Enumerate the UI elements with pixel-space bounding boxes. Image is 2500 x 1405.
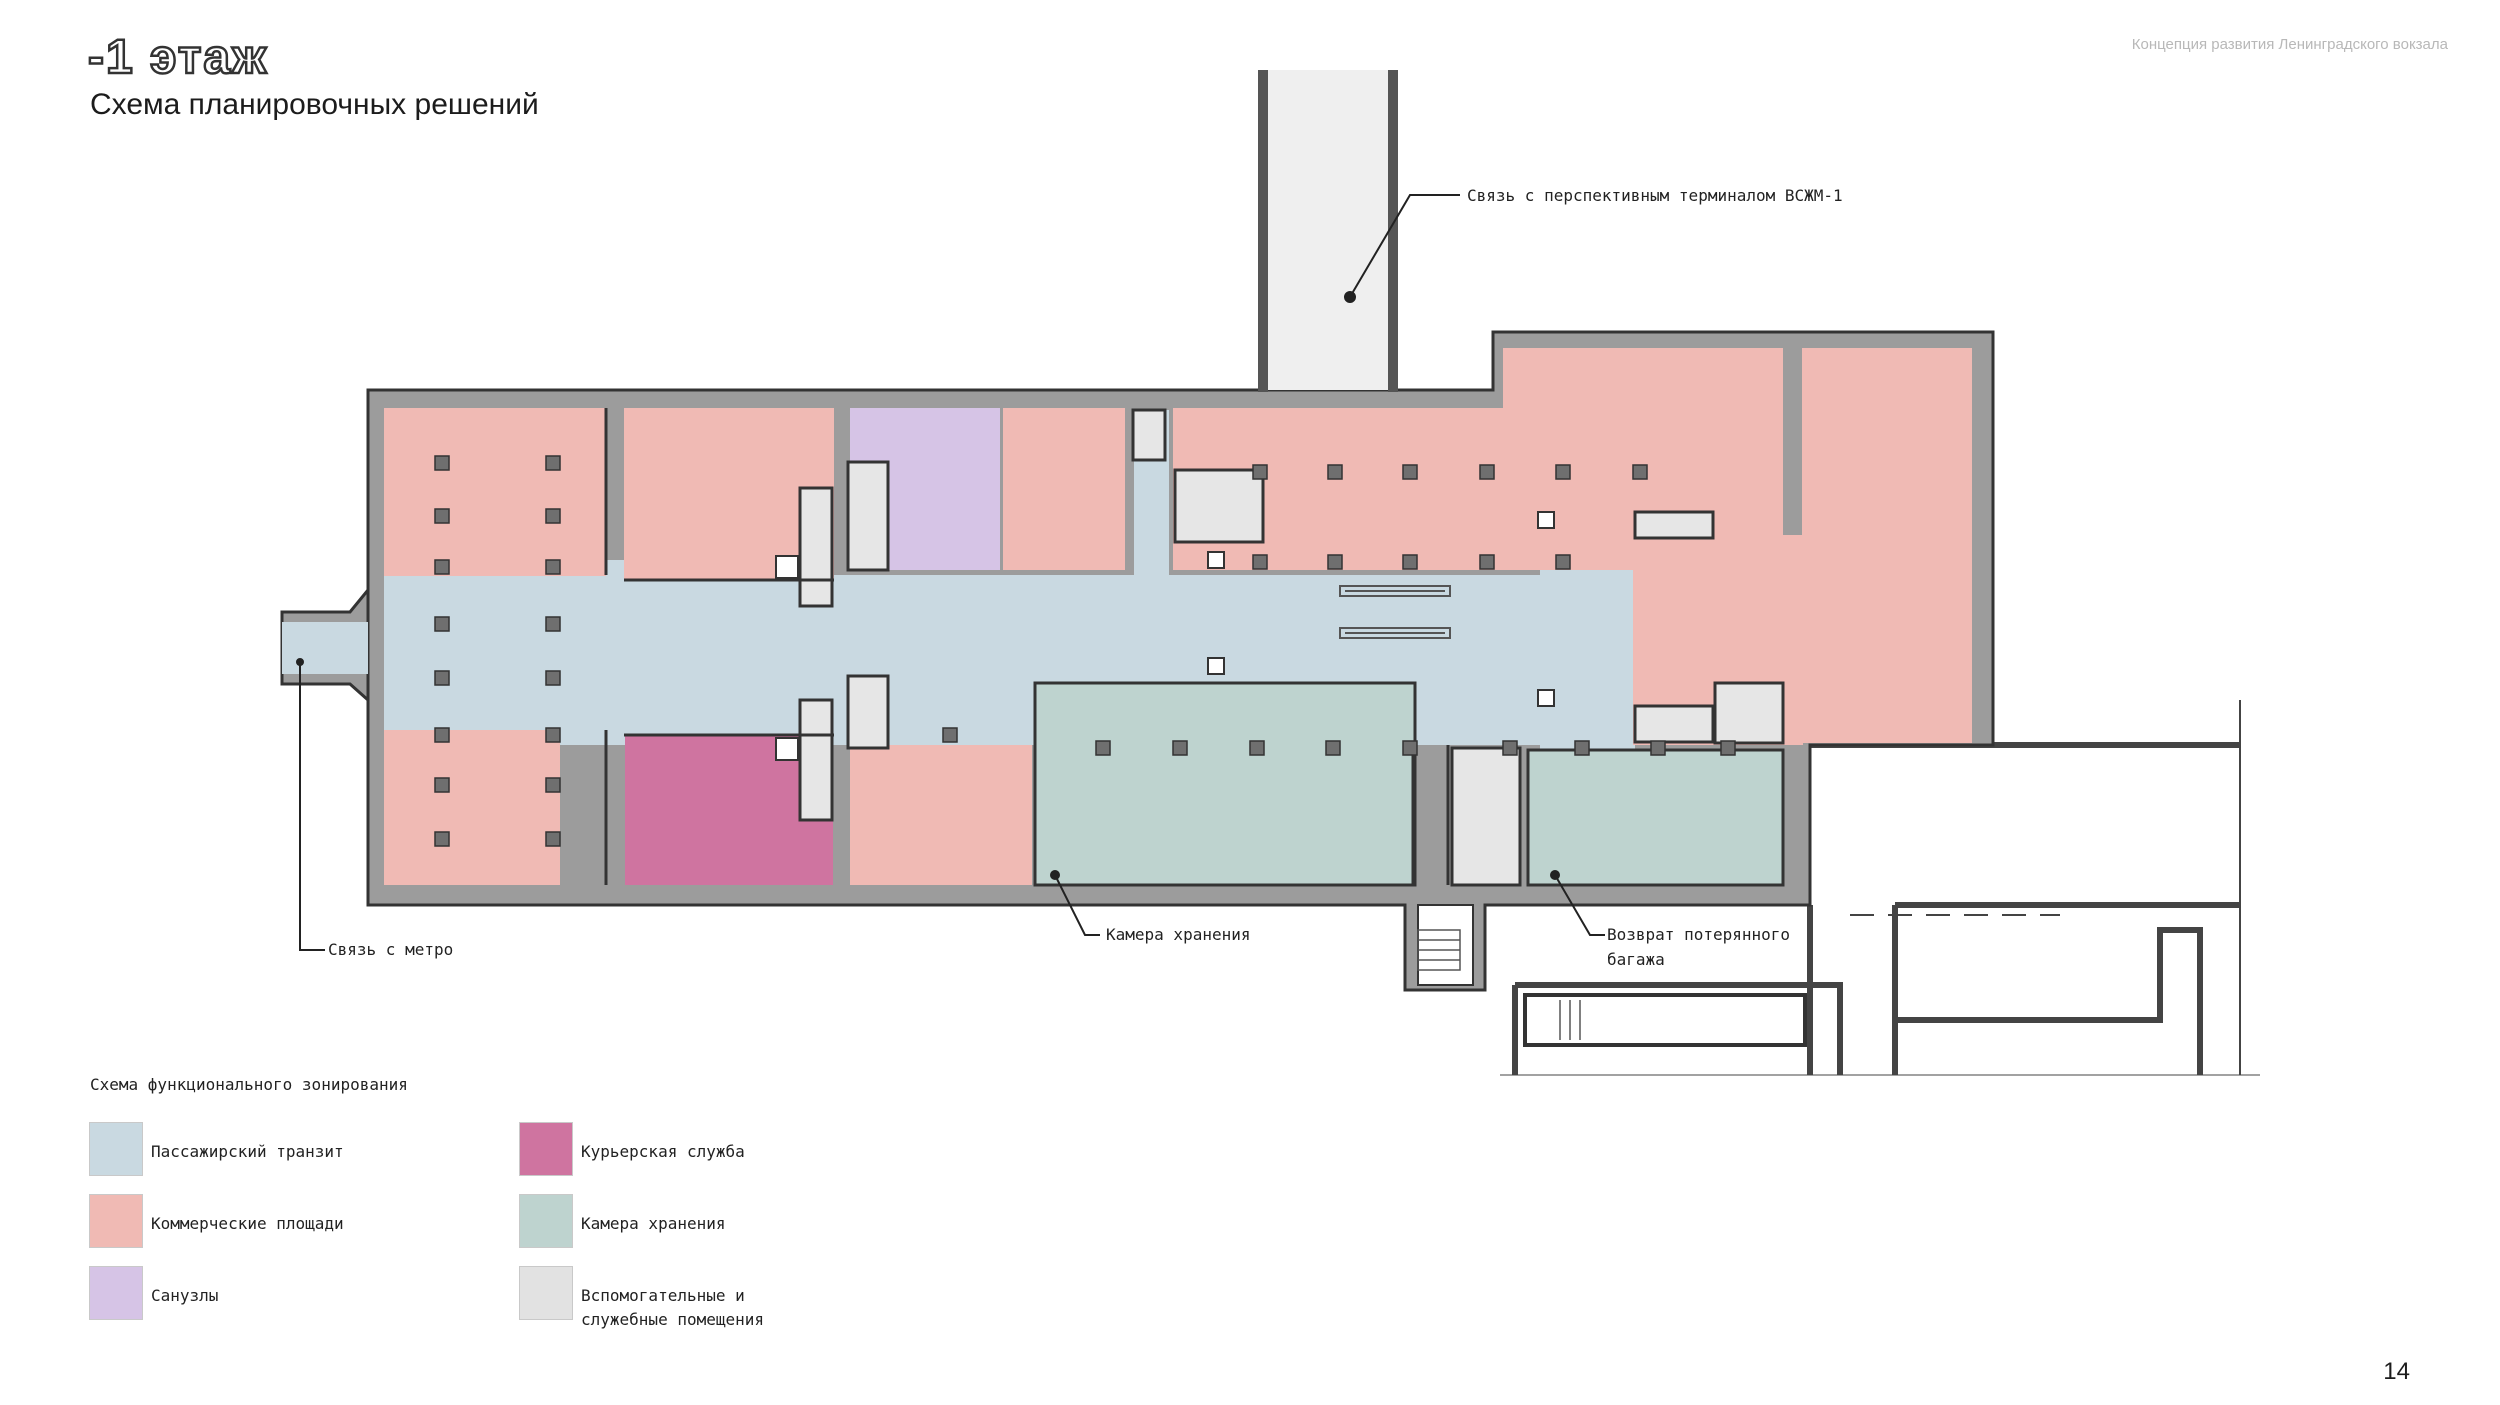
column (1402, 554, 1418, 570)
column (545, 455, 561, 471)
column (1502, 740, 1518, 756)
column (434, 559, 450, 575)
column (1325, 740, 1341, 756)
column (1327, 464, 1343, 480)
zone-auxiliary (798, 408, 1785, 887)
storage-label: Камера хранения (1106, 925, 1251, 944)
column (434, 777, 450, 793)
stairs (1417, 929, 1807, 1047)
column (1252, 464, 1268, 480)
column (942, 727, 958, 743)
legend-item-auxiliary: Вспомогательные и служебные помещения (519, 1266, 801, 1332)
column (434, 616, 450, 632)
page-subtitle: Схема планировочных решений (90, 88, 539, 121)
legend-label: Коммерческие площади (151, 1214, 344, 1233)
column (545, 508, 561, 524)
column (434, 508, 450, 524)
floor-title: -1 этаж (87, 31, 269, 84)
internal-walls (604, 408, 1450, 885)
legend-label: Камера хранения (581, 1214, 726, 1233)
column (434, 670, 450, 686)
column (1555, 554, 1571, 570)
column (1172, 740, 1188, 756)
terminal-shaft (1258, 70, 1398, 392)
column (545, 777, 561, 793)
leader-lines (296, 194, 1605, 951)
column (545, 831, 561, 847)
lost-baggage-label-1: Возврат потерянного (1607, 925, 1790, 944)
legend-swatch (89, 1266, 143, 1320)
legend-label: Пассажирский транзит (151, 1142, 344, 1161)
terminal-link-label: Связь с перспективным терминалом ВСЖМ-1 (1467, 186, 1843, 205)
legend-item-storage: Камера хранения (519, 1194, 801, 1248)
legend-label: Вспомогательные и служебные помещения (581, 1286, 765, 1329)
column (1574, 740, 1590, 756)
column (545, 727, 561, 743)
column (1479, 554, 1495, 570)
column (1252, 554, 1268, 570)
metro-link-label: Связь с метро (328, 940, 453, 959)
page-number: 14 (2383, 1358, 2410, 1385)
column (1479, 464, 1495, 480)
zone-passenger-transit (384, 410, 1635, 750)
escalators (1339, 585, 1451, 639)
zone-commercial (384, 348, 1972, 885)
column (434, 455, 450, 471)
structural-columns (434, 455, 1736, 847)
column (434, 727, 450, 743)
column (545, 616, 561, 632)
column (1327, 554, 1343, 570)
legend-swatch (519, 1194, 573, 1248)
legend-swatch (89, 1122, 143, 1176)
column (1720, 740, 1736, 756)
column (434, 831, 450, 847)
lost-baggage-label-2: багажа (1607, 950, 1665, 969)
column (1650, 740, 1666, 756)
column (1402, 740, 1418, 756)
legend-item-passenger-transit: Пассажирский транзит (89, 1122, 371, 1176)
legend-label: Санузлы (151, 1286, 219, 1305)
column (545, 559, 561, 575)
legend-title: Схема функционального зонирования (90, 1075, 408, 1094)
column (1095, 740, 1111, 756)
legend-item-commercial: Коммерческие площади (89, 1194, 371, 1248)
legend-swatch (519, 1122, 573, 1176)
column (545, 670, 561, 686)
column (1249, 740, 1265, 756)
zone-storage (1033, 681, 1785, 887)
legend-item-toilets: Санузлы (89, 1266, 371, 1320)
column (1632, 464, 1648, 480)
legend-label: Курьерская служба (581, 1142, 745, 1161)
legend-swatch (519, 1266, 573, 1320)
elevators (775, 511, 1555, 761)
column (1555, 464, 1571, 480)
project-name: Концепция развития Ленинградского вокзал… (2131, 36, 2448, 53)
legend-swatch (89, 1194, 143, 1248)
legend-item-courier: Курьерская служба (519, 1122, 801, 1176)
column (1402, 464, 1418, 480)
